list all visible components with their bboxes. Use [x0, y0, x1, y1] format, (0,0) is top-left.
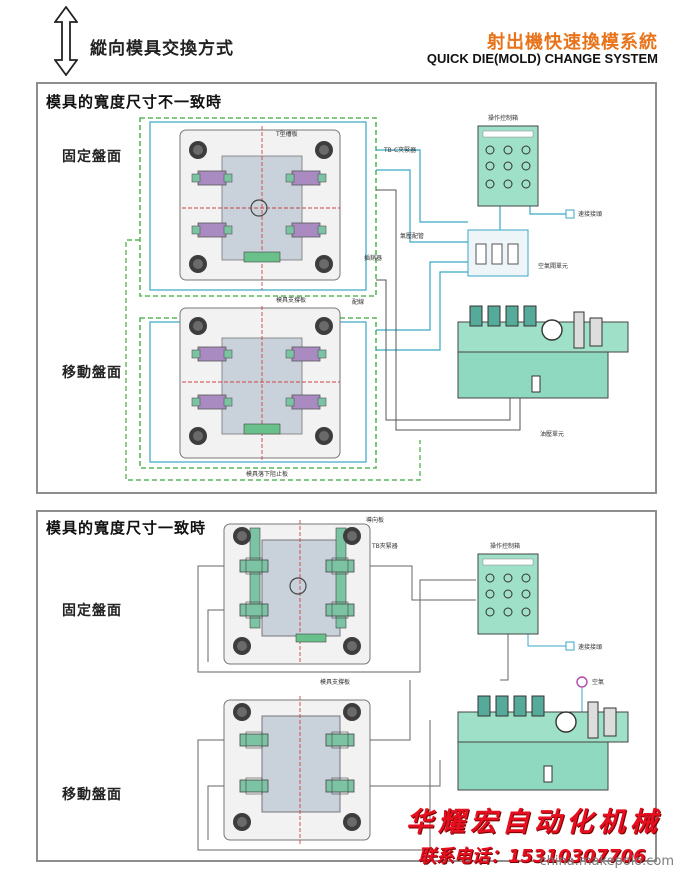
system-title-en: QUICK DIE(MOLD) CHANGE SYSTEM [426, 51, 658, 66]
callout-fall-stopper: 模具落下阻止板 [246, 470, 288, 478]
fixed-platen-2 [223, 520, 371, 665]
moving-platen-label-2: 移動盤面 [62, 787, 122, 803]
callout-tb-clamp: TB夾緊器 [371, 543, 398, 550]
callout-air: 空氣 [592, 678, 604, 686]
vertical-double-arrow-icon [53, 5, 79, 77]
hydraulic-unit-2 [457, 695, 629, 791]
page-title: 縱向模具交換方式 [90, 39, 234, 59]
hydraulic-unit-1 [457, 305, 629, 399]
moving-platen-label-1: 移動盤面 [62, 365, 122, 381]
piping-1 [125, 149, 566, 481]
callout-control-box-1: 操作控制箱 [488, 114, 518, 122]
callout-guide: 導向板 [366, 516, 384, 524]
callout-pump-unit: 油壓單元 [540, 430, 564, 438]
site-watermark: china.makepolo.com [539, 854, 674, 869]
system-title-cn: 射出機快速換模系統 [487, 32, 658, 53]
moving-platen-1 [139, 306, 377, 469]
callout-air-valve-unit: 空氣閥單元 [538, 262, 568, 270]
fixed-platen-1 [139, 117, 377, 297]
callout-quick-connector-1: 速接接頭 [578, 210, 602, 218]
company-watermark: 华耀宏自动化机械 [406, 807, 662, 838]
panel-equal-title: 模具的寬度尺寸一致時 [46, 519, 207, 537]
moving-platen-2 [223, 696, 371, 844]
piping-2 [197, 565, 583, 851]
callout-hose: 配線 [352, 298, 364, 306]
callout-control-box-2: 操作控制箱 [490, 542, 520, 550]
callout-air-pipe: 氣壓配管 [400, 232, 424, 240]
fixed-platen-label-1: 固定盤面 [62, 149, 122, 165]
callout-stopper: 插銷器 [364, 254, 382, 262]
callout-mold-support-1: 模具支撐板 [276, 296, 306, 304]
control-box-1 [477, 125, 575, 219]
air-valve-unit-1 [467, 229, 529, 277]
callout-tbc-clamp: TB-C夾緊器 [383, 147, 416, 154]
callout-t-slot: T型槽板 [275, 130, 298, 138]
control-box-2 [477, 553, 588, 688]
callout-quick-connector-2: 速接接頭 [578, 643, 602, 651]
phone-watermark: 联系电话：15310307706 [418, 846, 646, 867]
callout-mold-support-2: 模具支撐板 [320, 678, 350, 686]
fixed-platen-label-2: 固定盤面 [62, 603, 122, 619]
panel-unequal-title: 模具的寬度尺寸不一致時 [46, 93, 223, 111]
